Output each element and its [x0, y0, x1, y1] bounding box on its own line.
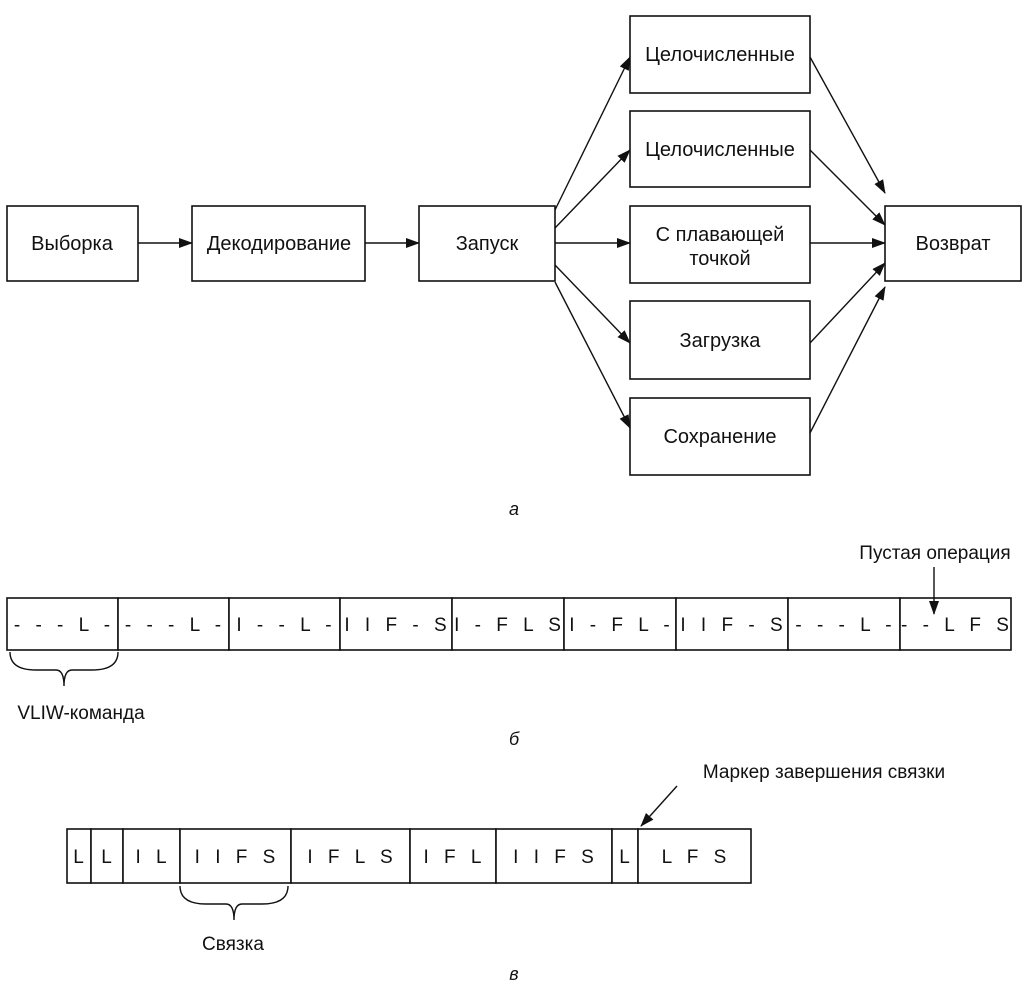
- nop-label: Пустая операция: [859, 543, 1010, 564]
- vliw-cell-text: I I F - S: [344, 615, 451, 636]
- vliw-cell: [787, 597, 901, 651]
- bundle-cell: [611, 828, 639, 884]
- vliw-cell: [563, 597, 677, 651]
- store-to-retire-arrow: [809, 286, 886, 434]
- unit-box: [629, 110, 811, 188]
- bundle-cell: [637, 828, 752, 884]
- unit-label: Целочисленные: [645, 44, 795, 66]
- unit-box: [629, 300, 811, 380]
- unit-label-line: С плавающей: [656, 224, 785, 246]
- caption-a: а: [509, 499, 519, 519]
- unit-label: Загрузка: [680, 330, 762, 352]
- unit-label: Сохранение: [663, 426, 776, 448]
- int2-to-retire-arrow: [809, 149, 886, 226]
- vliw-cell: [228, 597, 341, 651]
- issue-label: Запуск: [456, 233, 519, 255]
- issue-to-int2-arrow: [554, 149, 631, 229]
- load-to-retire-arrow: [809, 262, 886, 344]
- retire-box: [884, 205, 1022, 282]
- part-a: Выборка Декодирование Запуск Целочисленн…: [6, 15, 1022, 519]
- issue-to-int1-arrow: [554, 56, 631, 211]
- bundle-cell-text: L: [73, 847, 89, 868]
- unit-box: [629, 15, 811, 94]
- vliw-cell-text: I I F - S: [680, 615, 787, 636]
- fetch-label: Выборка: [31, 233, 114, 255]
- bundle-cell-text: I L: [135, 847, 171, 868]
- bundle-cell-text: I F L S: [307, 847, 397, 868]
- bundle-cell: [290, 828, 411, 884]
- decode-label: Декодирование: [207, 233, 351, 255]
- issue-to-store-arrow: [554, 281, 631, 429]
- retire-label: Возврат: [916, 233, 991, 255]
- unit-box: [629, 397, 811, 476]
- bundle-end-marker-label: Маркер завершения связки: [703, 762, 945, 783]
- bundle-cell: [495, 828, 613, 884]
- bundle-label: Связка: [202, 934, 264, 955]
- vliw-cell: [6, 597, 119, 651]
- bundle-cell-text: I F L: [423, 847, 486, 868]
- issue-to-load-arrow: [554, 264, 631, 344]
- vliw-cell: [899, 597, 1012, 651]
- caption-c: в: [509, 964, 518, 984]
- vliw-cell: [451, 597, 565, 651]
- vliw-cell-text: I - - L -: [236, 615, 336, 636]
- vliw-cell-text: - - - L -: [125, 615, 226, 636]
- fetch-box: [6, 205, 139, 282]
- vliw-cell-text: I - F L S: [454, 615, 566, 636]
- vliw-cell-text: I - F L -: [569, 615, 675, 636]
- unit-box: [629, 205, 811, 284]
- bundle-cell-text: L F S: [662, 847, 732, 868]
- issue-box: [418, 205, 556, 282]
- vliw-cell-text: - - - L -: [14, 615, 115, 636]
- unit-label-line: точкой: [689, 248, 750, 270]
- vliw-cell: [675, 597, 789, 651]
- vliw-brace: [9, 651, 119, 687]
- bundle-cell: [179, 828, 292, 884]
- bundle-cell-text: L: [619, 847, 635, 868]
- bundle-cell-text: L: [101, 847, 117, 868]
- vliw-label: VLIW-команда: [17, 703, 145, 724]
- decode-box: [191, 205, 366, 282]
- caption-b: б: [509, 729, 520, 749]
- bundle-cell-text: I I F S: [195, 847, 281, 868]
- int1-to-retire-arrow: [809, 56, 886, 194]
- unit-label: Целочисленные: [645, 139, 795, 161]
- bundle-end-marker-arrow: [640, 785, 678, 827]
- bundle-cell-text: I I F S: [513, 847, 599, 868]
- vliw-cell-text: - - L F S: [901, 615, 1014, 636]
- vliw-cell-text: - - - L -: [795, 615, 896, 636]
- bundle-brace: [179, 885, 289, 921]
